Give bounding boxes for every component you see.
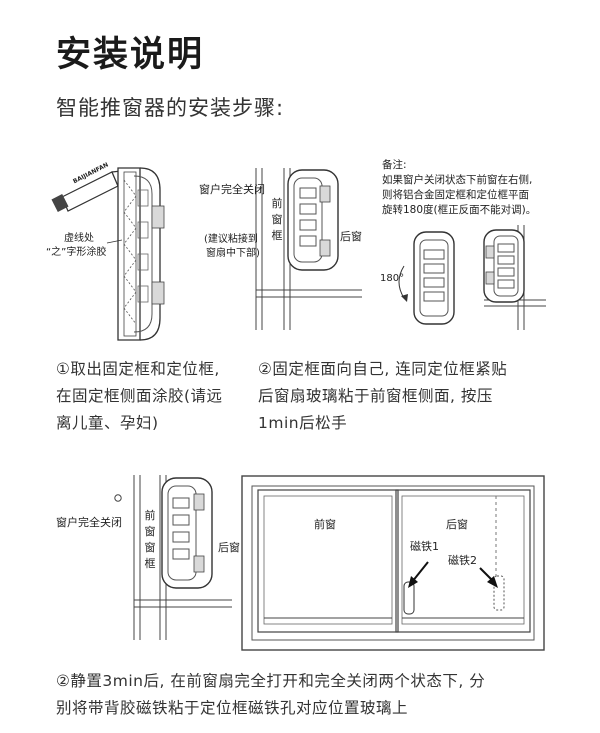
label-back-window-2: 后窗 [218, 541, 240, 554]
label-magnet-2: 磁铁2 [448, 554, 477, 567]
mirrored-pusher-icon [483, 229, 525, 303]
label-back-window-3: 后窗 [446, 518, 468, 531]
note-line-1: 如果窗户关闭状态下前窗在右侧, [382, 174, 533, 186]
note-line-3: 旋转180度(框正反面不能对调)。 [382, 204, 537, 216]
window-pusher-icon [161, 477, 213, 589]
label-magnet-1: 磁铁1 [410, 540, 439, 553]
label-rotation-angle: 180° [380, 273, 405, 284]
fixed-frame-icon [117, 167, 165, 341]
note-title: 备注: [382, 159, 407, 171]
rotated-pusher-icon [413, 231, 455, 325]
step-1-line-3: 离儿童、孕妇) [56, 414, 159, 433]
step-3-line-2: 别将带背胶磁铁粘于定位框磁铁孔对应位置玻璃上 [56, 699, 409, 718]
step-2-line-3: 1min后松手 [258, 414, 348, 433]
step-1-line-1: ①取出固定框和定位框, [56, 360, 220, 378]
label-front-frame: 前窗框 [271, 197, 283, 242]
page-title: 安装说明 [56, 35, 205, 75]
label-window-closed: 窗户完全关闭 [199, 183, 265, 196]
label-dashed-line: 虚线处 [64, 233, 94, 244]
step-2-line-2: 后窗扇玻璃粘于前窗框侧面, 按压 [258, 387, 493, 406]
label-front-window: 前窗 [314, 518, 336, 531]
label-tip-line1: (建议粘接到 [204, 234, 258, 245]
page-subtitle: 智能推窗器的安装步骤: [56, 96, 285, 120]
step-3-line-1: ②静置3min后, 在前窗扇完全打开和完全关闭两个状态下, 分 [56, 672, 486, 690]
label-front-window-frame: 前窗窗框 [144, 509, 156, 570]
step-3-text: ②静置3min后, 在前窗扇完全打开和完全关闭两个状态下, 分 别将带背胶磁铁粘… [56, 668, 485, 722]
label-tip-line2: 窗扇中下部) [206, 248, 260, 259]
step-2-line-1: ②固定框面向自己, 连同定位框紧贴 [258, 360, 508, 378]
window-pusher-icon [287, 169, 339, 271]
label-zigzag-glue: “之”字形涂胶 [46, 247, 107, 258]
label-window-closed-2: 窗户完全关闭 [56, 516, 122, 529]
step-1-line-2: 在固定框侧面涂胶(请远 [56, 387, 223, 406]
label-back-window: 后窗 [340, 230, 362, 243]
note-line-2: 则将铝合金固定框和定位框平面 [382, 189, 529, 201]
step-2-text: ②固定框面向自己, 连同定位框紧贴 后窗扇玻璃粘于前窗框侧面, 按压 1min后… [258, 356, 507, 437]
step-1-text: ①取出固定框和定位框, 在固定框侧面涂胶(请远 离儿童、孕妇) [56, 356, 223, 437]
